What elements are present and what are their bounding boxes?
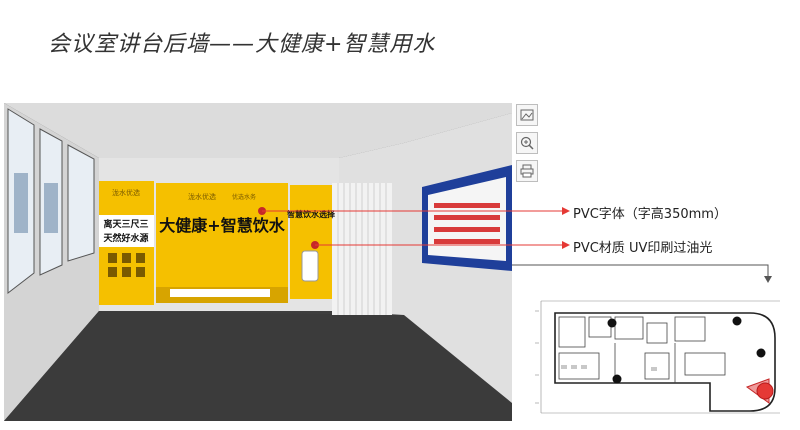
print-button[interactable] <box>516 160 538 182</box>
callout-text-1: PVC字体（字高350mm） <box>573 207 727 222</box>
zoom-button[interactable] <box>516 132 538 154</box>
print-icon <box>520 164 534 178</box>
left-panel-slogan-1: 离天三尺三 <box>103 218 148 230</box>
left-panel-logo: 泷水优选 <box>112 188 140 197</box>
view-toolbar <box>516 104 538 188</box>
image-icon <box>520 109 534 121</box>
center-panel-logo: 泷水优选 <box>188 192 216 201</box>
floor-plan <box>525 283 795 423</box>
center-panel-headline: 大健康+智慧饮水 <box>159 216 285 235</box>
image-view-button[interactable] <box>516 104 538 126</box>
callout-text-2: PVC材质 UV印刷过油光 <box>573 241 713 256</box>
right-panel-headline: 智慧饮水选择 <box>287 209 336 219</box>
zoom-in-icon <box>520 136 534 150</box>
center-panel-logo-2: 优选水务 <box>232 193 256 201</box>
room-render: 泷水优选 离天三尺三 天然好水源 泷水优选 优选水务 大健康+智慧饮水 智慧饮水… <box>4 103 512 421</box>
page-title: 会议室讲台后墙——大健康+智慧用水 <box>48 32 436 57</box>
left-panel-slogan-2: 天然好水源 <box>103 232 148 244</box>
